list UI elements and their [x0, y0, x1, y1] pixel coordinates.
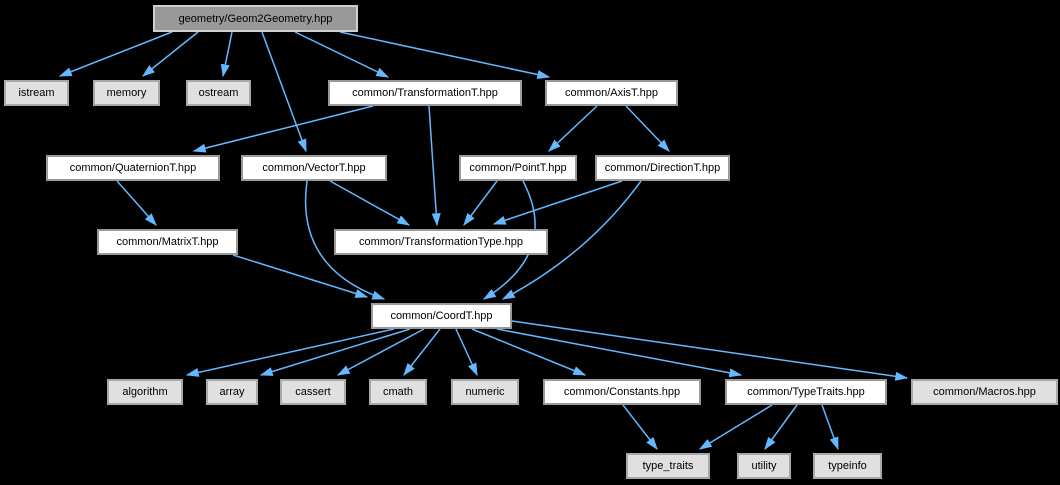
edge-matrixt-coordt — [232, 254, 369, 298]
edge-constants-type_traits — [622, 404, 658, 451]
node-label-memory: memory — [106, 87, 147, 99]
edge-directiont-transformationtype — [492, 180, 623, 225]
node-axist[interactable]: common/AxisT.hpp — [545, 80, 678, 106]
edge-directiont-coordt — [501, 180, 642, 300]
node-coordt[interactable]: common/CoordT.hpp — [371, 303, 512, 329]
node-label-directiont: common/DirectionT.hpp — [604, 162, 721, 174]
node-label-transformationtype: common/TransformationType.hpp — [358, 236, 524, 248]
edge-coordt-typetraits — [496, 328, 743, 378]
edge-coordt-array — [259, 328, 411, 376]
node-macros: common/Macros.hpp — [911, 379, 1058, 405]
edge-pointt-transformationtype — [463, 180, 498, 227]
edge-geom2geometry-vectort — [261, 31, 307, 153]
node-constants[interactable]: common/Constants.hpp — [543, 379, 701, 405]
node-cassert: cassert — [280, 379, 346, 405]
node-label-array: array — [219, 386, 245, 398]
node-transformationt[interactable]: common/TransformationT.hpp — [328, 80, 522, 106]
node-utility: utility — [737, 453, 791, 479]
edge-axist-directiont — [625, 105, 670, 152]
edge-coordt-algorithm — [185, 328, 395, 377]
node-label-ostream: ostream — [198, 87, 239, 99]
edge-coordt-cassert — [336, 328, 425, 376]
node-directiont[interactable]: common/DirectionT.hpp — [595, 155, 730, 181]
edge-transformationt-quaterniont — [192, 105, 374, 153]
node-quaterniont[interactable]: common/QuaternionT.hpp — [46, 155, 220, 181]
edge-geom2geometry-axist — [339, 31, 551, 79]
node-cmath: cmath — [369, 379, 427, 405]
edge-geom2geometry-transformationt — [294, 31, 390, 78]
node-label-utility: utility — [751, 460, 777, 472]
edge-typetraits-typeinfo — [821, 404, 839, 451]
node-label-algorithm: algorithm — [122, 386, 168, 398]
edge-coordt-numeric — [455, 328, 478, 377]
node-label-macros: common/Macros.hpp — [933, 386, 1036, 398]
node-array: array — [206, 379, 258, 405]
node-label-numeric: numeric — [465, 386, 505, 398]
node-label-matrixt: common/MatrixT.hpp — [116, 236, 219, 248]
edge-geom2geometry-istream — [58, 31, 173, 77]
edge-quaterniont-matrixt — [116, 180, 157, 226]
node-typetraits[interactable]: common/TypeTraits.hpp — [725, 379, 887, 405]
node-label-vectort: common/VectorT.hpp — [262, 162, 366, 174]
node-transformationtype[interactable]: common/TransformationType.hpp — [334, 229, 548, 255]
node-geom2geometry: geometry/Geom2Geometry.hpp — [153, 5, 358, 32]
node-memory: memory — [93, 80, 160, 106]
node-label-axist: common/AxisT.hpp — [565, 87, 658, 99]
edge-coordt-macros — [511, 320, 909, 381]
node-label-constants: common/Constants.hpp — [563, 386, 681, 398]
node-label-typeinfo: typeinfo — [828, 460, 867, 472]
node-label-cmath: cmath — [383, 386, 413, 398]
node-label-quaterniont: common/QuaternionT.hpp — [69, 162, 197, 174]
node-istream: istream — [4, 80, 69, 106]
node-algorithm: algorithm — [107, 379, 183, 405]
edge-typetraits-type_traits — [698, 404, 773, 450]
node-label-type_traits: type_traits — [642, 460, 694, 472]
node-type_traits: type_traits — [626, 453, 710, 479]
edge-geom2geometry-ostream — [220, 31, 233, 78]
node-pointt[interactable]: common/PointT.hpp — [459, 155, 577, 181]
node-ostream: ostream — [186, 80, 251, 106]
edge-typetraits-utility — [764, 404, 798, 451]
node-typeinfo: typeinfo — [813, 453, 882, 479]
node-label-typetraits: common/TypeTraits.hpp — [747, 386, 865, 398]
edge-geom2geometry-memory — [141, 31, 199, 77]
node-label-istream: istream — [18, 87, 55, 99]
edge-coordt-cmath — [403, 328, 441, 377]
node-vectort[interactable]: common/VectorT.hpp — [241, 155, 387, 181]
node-label-cassert: cassert — [295, 386, 331, 398]
node-label-pointt: common/PointT.hpp — [469, 162, 567, 174]
node-label-transformationt: common/TransformationT.hpp — [352, 87, 498, 99]
edge-transformationt-transformationtype — [428, 105, 441, 227]
edge-coordt-constants — [471, 328, 587, 376]
edge-axist-pointt — [548, 105, 598, 152]
node-label-geom2geometry: geometry/Geom2Geometry.hpp — [178, 12, 333, 25]
edge-vectort-transformationtype — [329, 180, 411, 226]
node-matrixt[interactable]: common/MatrixT.hpp — [97, 229, 238, 255]
node-label-coordt: common/CoordT.hpp — [390, 310, 493, 322]
node-numeric: numeric — [451, 379, 519, 405]
